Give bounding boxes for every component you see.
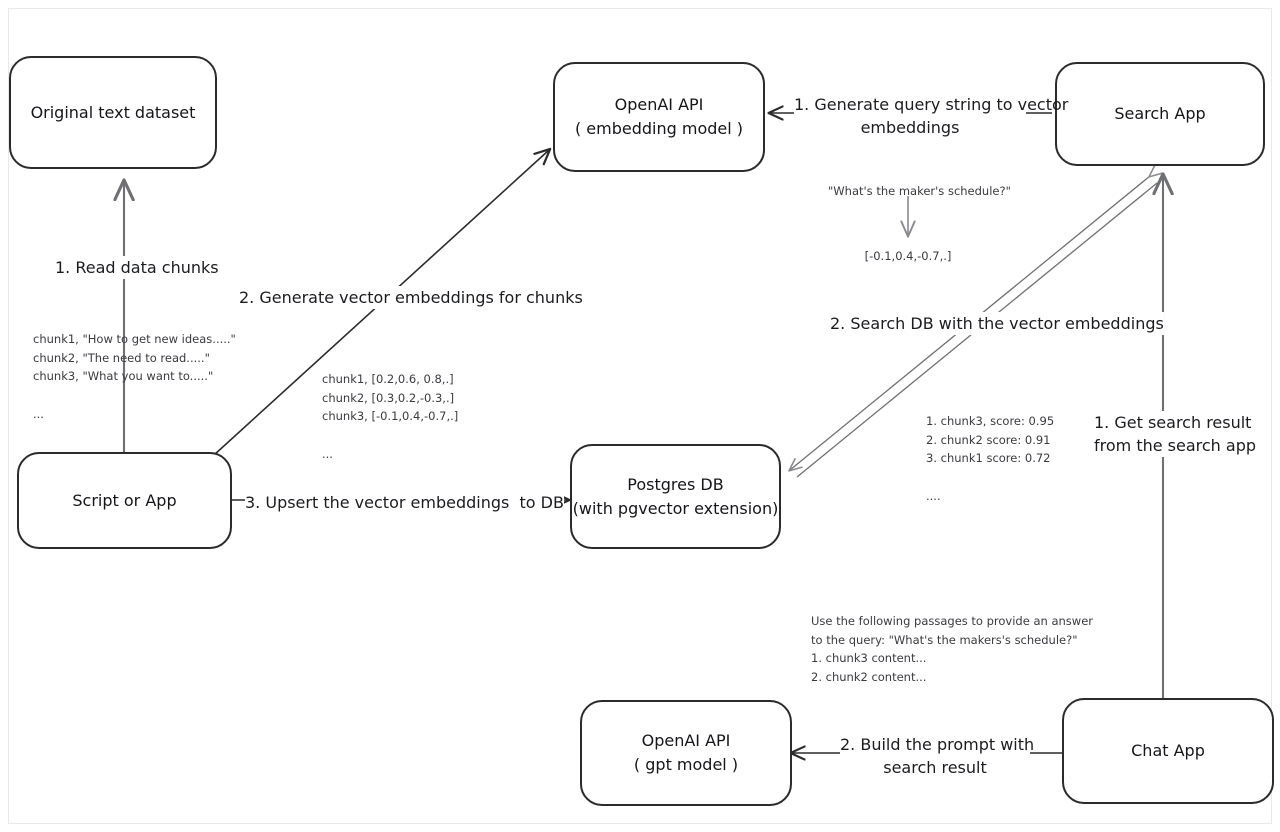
- node-chat-app[interactable]: Chat App: [1062, 698, 1274, 804]
- edge-label-upsert-to-db: 3. Upsert the vector embeddings to DB: [245, 491, 564, 515]
- node-script-or-app[interactable]: Script or App: [17, 452, 232, 549]
- edge-label-generate-vector-embeddings: 2. Generate vector embeddings for chunks: [239, 286, 583, 310]
- edge-label-build-prompt: 2. Build the prompt with search result: [840, 733, 1034, 780]
- node-openai-embedding-api[interactable]: OpenAI API ( embedding model ): [553, 62, 765, 172]
- edge-label-read-data-chunks: 1. Read data chunks: [55, 256, 219, 280]
- note-embeddings-sample: chunk1, [0.2,0.6, 0.8,.] chunk2, [0.3,0.…: [322, 372, 459, 461]
- edge-label-get-search-result: 1. Get search result from the search app: [1094, 411, 1257, 458]
- note-query-vector: [-0.1,0.4,-0.7,.]: [864, 249, 952, 263]
- edge-label-search-db: 2. Search DB with the vector embeddings: [830, 312, 1164, 336]
- node-label: Search App: [1114, 104, 1206, 123]
- node-label: Script or App: [72, 490, 177, 510]
- node-search-app[interactable]: Search App: [1055, 62, 1265, 166]
- note-prompt-sample: Use the following passages to provide an…: [811, 614, 1093, 684]
- note-chunks-sample: chunk1, "How to get new ideas....." chun…: [33, 332, 236, 421]
- note-search-scores: 1. chunk3, score: 0.95 2. chunk2 score: …: [926, 414, 1055, 503]
- node-sublabel: ( embedding model ): [574, 119, 744, 138]
- node-label: Postgres DB: [627, 474, 724, 494]
- node-postgres-db[interactable]: Postgres DB (with pgvector extension): [570, 444, 781, 549]
- node-label: Chat App: [1131, 741, 1205, 760]
- node-original-text-dataset[interactable]: Original text dataset: [9, 56, 217, 169]
- node-openai-gpt-api[interactable]: OpenAI API ( gpt model ): [580, 700, 792, 806]
- node-sublabel: (with pgvector extension): [572, 498, 779, 518]
- node-sublabel: ( gpt model ): [633, 755, 739, 774]
- node-label: Original text dataset: [30, 102, 196, 122]
- node-label: OpenAI API: [641, 731, 731, 750]
- node-label: OpenAI API: [614, 95, 704, 114]
- edge-label-generate-query-string: 1. Generate query string to vector embed…: [794, 93, 1068, 140]
- note-query-string: "What's the maker's schedule?": [828, 184, 1011, 198]
